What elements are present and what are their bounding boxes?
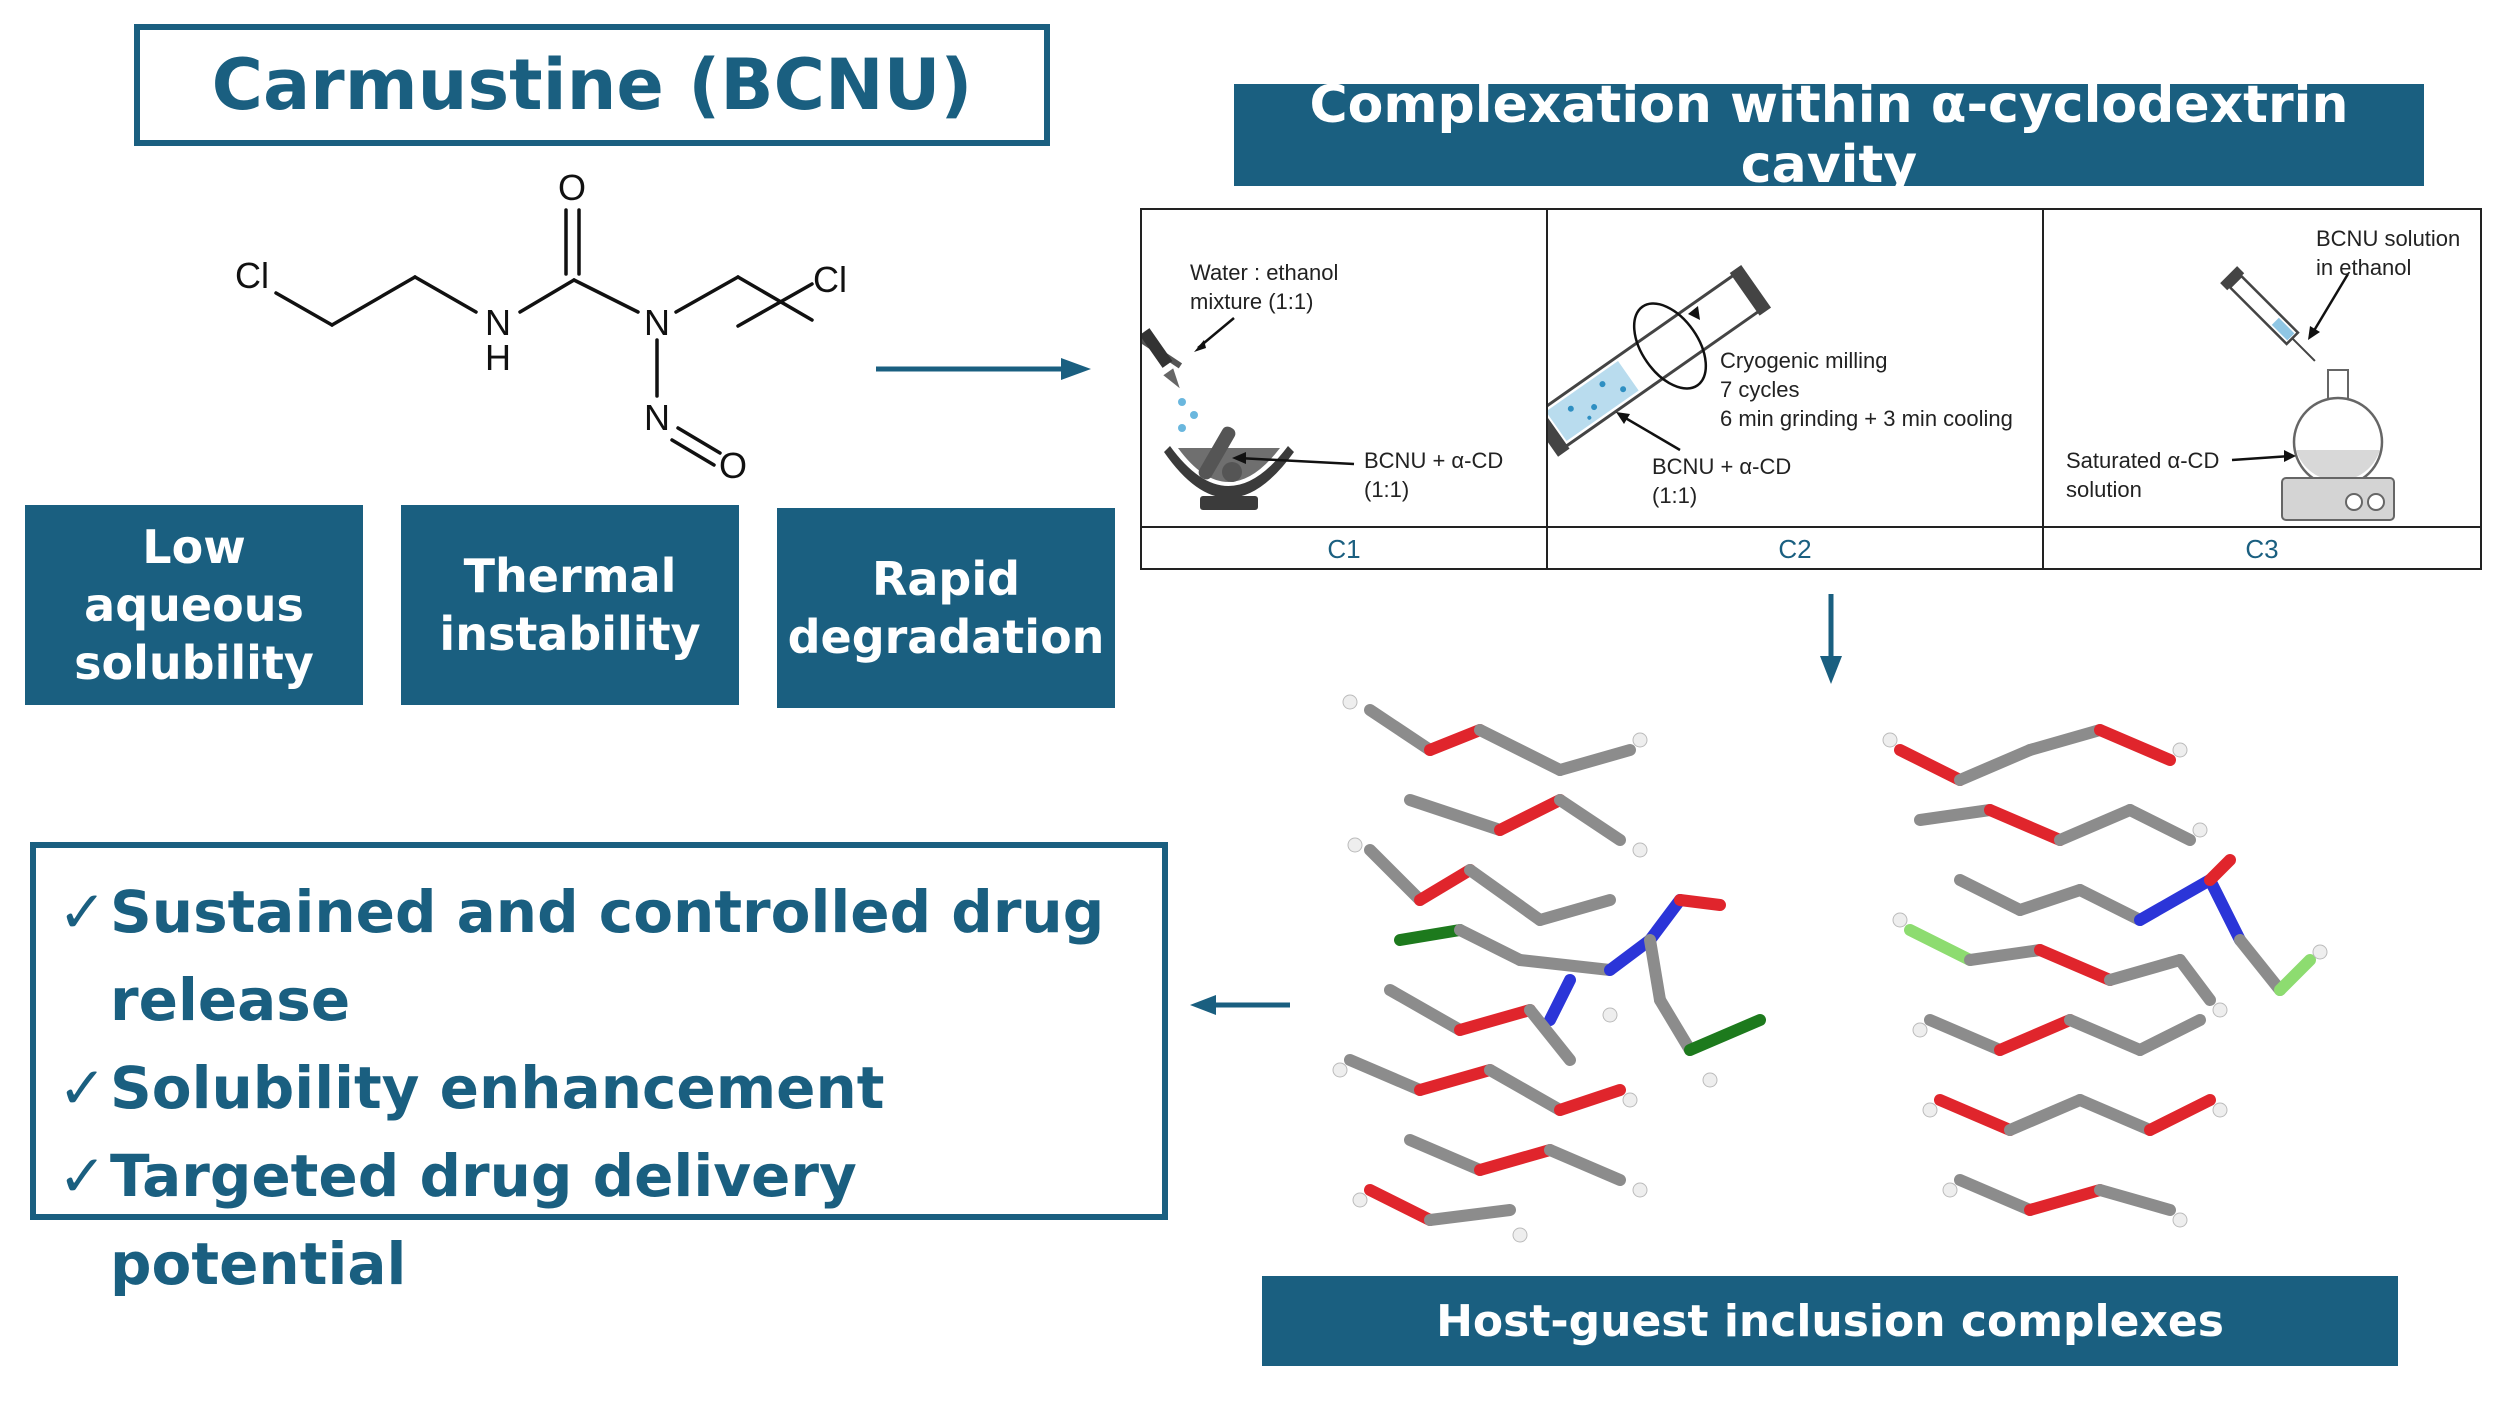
benefit-item: ✓ Targeted drug delivery potential xyxy=(58,1132,1140,1308)
property-solubility: Low aqueous solubility xyxy=(25,505,363,705)
nitroso-oxygen-atom: O xyxy=(719,445,747,486)
check-icon: ✓ xyxy=(58,878,107,946)
c1-solvent-label: Water : ethanol mixture (1:1) xyxy=(1190,260,1339,314)
check-icon: ✓ xyxy=(58,1054,107,1122)
methods-table: Water : ethanol mixture (1:1) BCNU + α-C… xyxy=(1140,208,2482,570)
pipette-icon xyxy=(1142,317,1235,432)
code-c3: C3 xyxy=(2245,533,2279,564)
method-c2-panel: Cryogenic milling 7 cycles 6 min grindin… xyxy=(1548,210,2044,526)
method-code-row: C1 C2 C3 xyxy=(1142,526,2480,570)
benefit-text: Sustained and controlled drug release xyxy=(110,878,1105,1034)
property-degradation: Rapid degradation xyxy=(777,508,1115,708)
c3-host-label: Saturated α-CD solution xyxy=(2066,448,2220,502)
carbonyl-oxygen-atom: O xyxy=(558,167,586,208)
arrow-down xyxy=(1820,594,1842,684)
benefit-item: ✓ Sustained and controlled drug release xyxy=(58,868,1140,1044)
complex-banner: Host-guest inclusion complexes xyxy=(1262,1276,2398,1366)
c2-mixture-label: BCNU + α-CD (1:1) xyxy=(1652,454,1792,508)
code-c1: C1 xyxy=(1142,528,1548,570)
c2-process-label: Cryogenic milling 7 cycles 6 min grindin… xyxy=(1720,348,2013,431)
complexation-banner: Complexation within α-cyclodextrin cavit… xyxy=(1234,75,2424,195)
carmustine-structure: Cl N H O N N O xyxy=(235,167,814,486)
arrow-right xyxy=(876,358,1091,380)
benefit-text: Solubility enhancement xyxy=(110,1054,885,1122)
c1-pointer-arrow xyxy=(1232,452,1355,466)
cl-left-atom: Cl xyxy=(235,255,269,296)
inclusion-complex-model-right xyxy=(1882,724,2328,1228)
inclusion-complex-model-left xyxy=(1332,694,1766,1243)
nitroso-nitrogen-atom: N xyxy=(644,397,670,438)
cl-right-atom: Cl xyxy=(813,259,847,300)
property-thermal: Thermal instability xyxy=(401,505,739,705)
arrow-left xyxy=(1190,995,1290,1015)
benefit-text: Targeted drug delivery potential xyxy=(110,1142,857,1298)
benefit-item: ✓ Solubility enhancement xyxy=(58,1044,1140,1132)
mortar-icon xyxy=(1164,426,1294,510)
page-title: Carmustine (BCNU) xyxy=(134,24,1050,146)
code-c2: C2 xyxy=(1548,528,2044,570)
nh-atom: N xyxy=(485,302,511,343)
milling-jar-icon xyxy=(1548,264,1772,457)
flask-syringe-icon xyxy=(2220,266,2395,521)
method-c3-panel: BCNU solution in ethanol Saturated α-CD … xyxy=(2044,210,2482,526)
c3-drug-label: BCNU solution in ethanol xyxy=(2316,226,2461,280)
amide-nitrogen-atom: N xyxy=(644,302,670,343)
method-c1-panel: Water : ethanol mixture (1:1) BCNU + α-C… xyxy=(1142,210,1548,526)
c1-mixture-label: BCNU + α-CD (1:1) xyxy=(1364,448,1504,502)
benefits-box: ✓ Sustained and controlled drug release … xyxy=(30,842,1168,1298)
h-atom: H xyxy=(485,337,511,378)
check-icon: ✓ xyxy=(58,1142,107,1210)
cl-right-group: Cl xyxy=(736,259,847,328)
